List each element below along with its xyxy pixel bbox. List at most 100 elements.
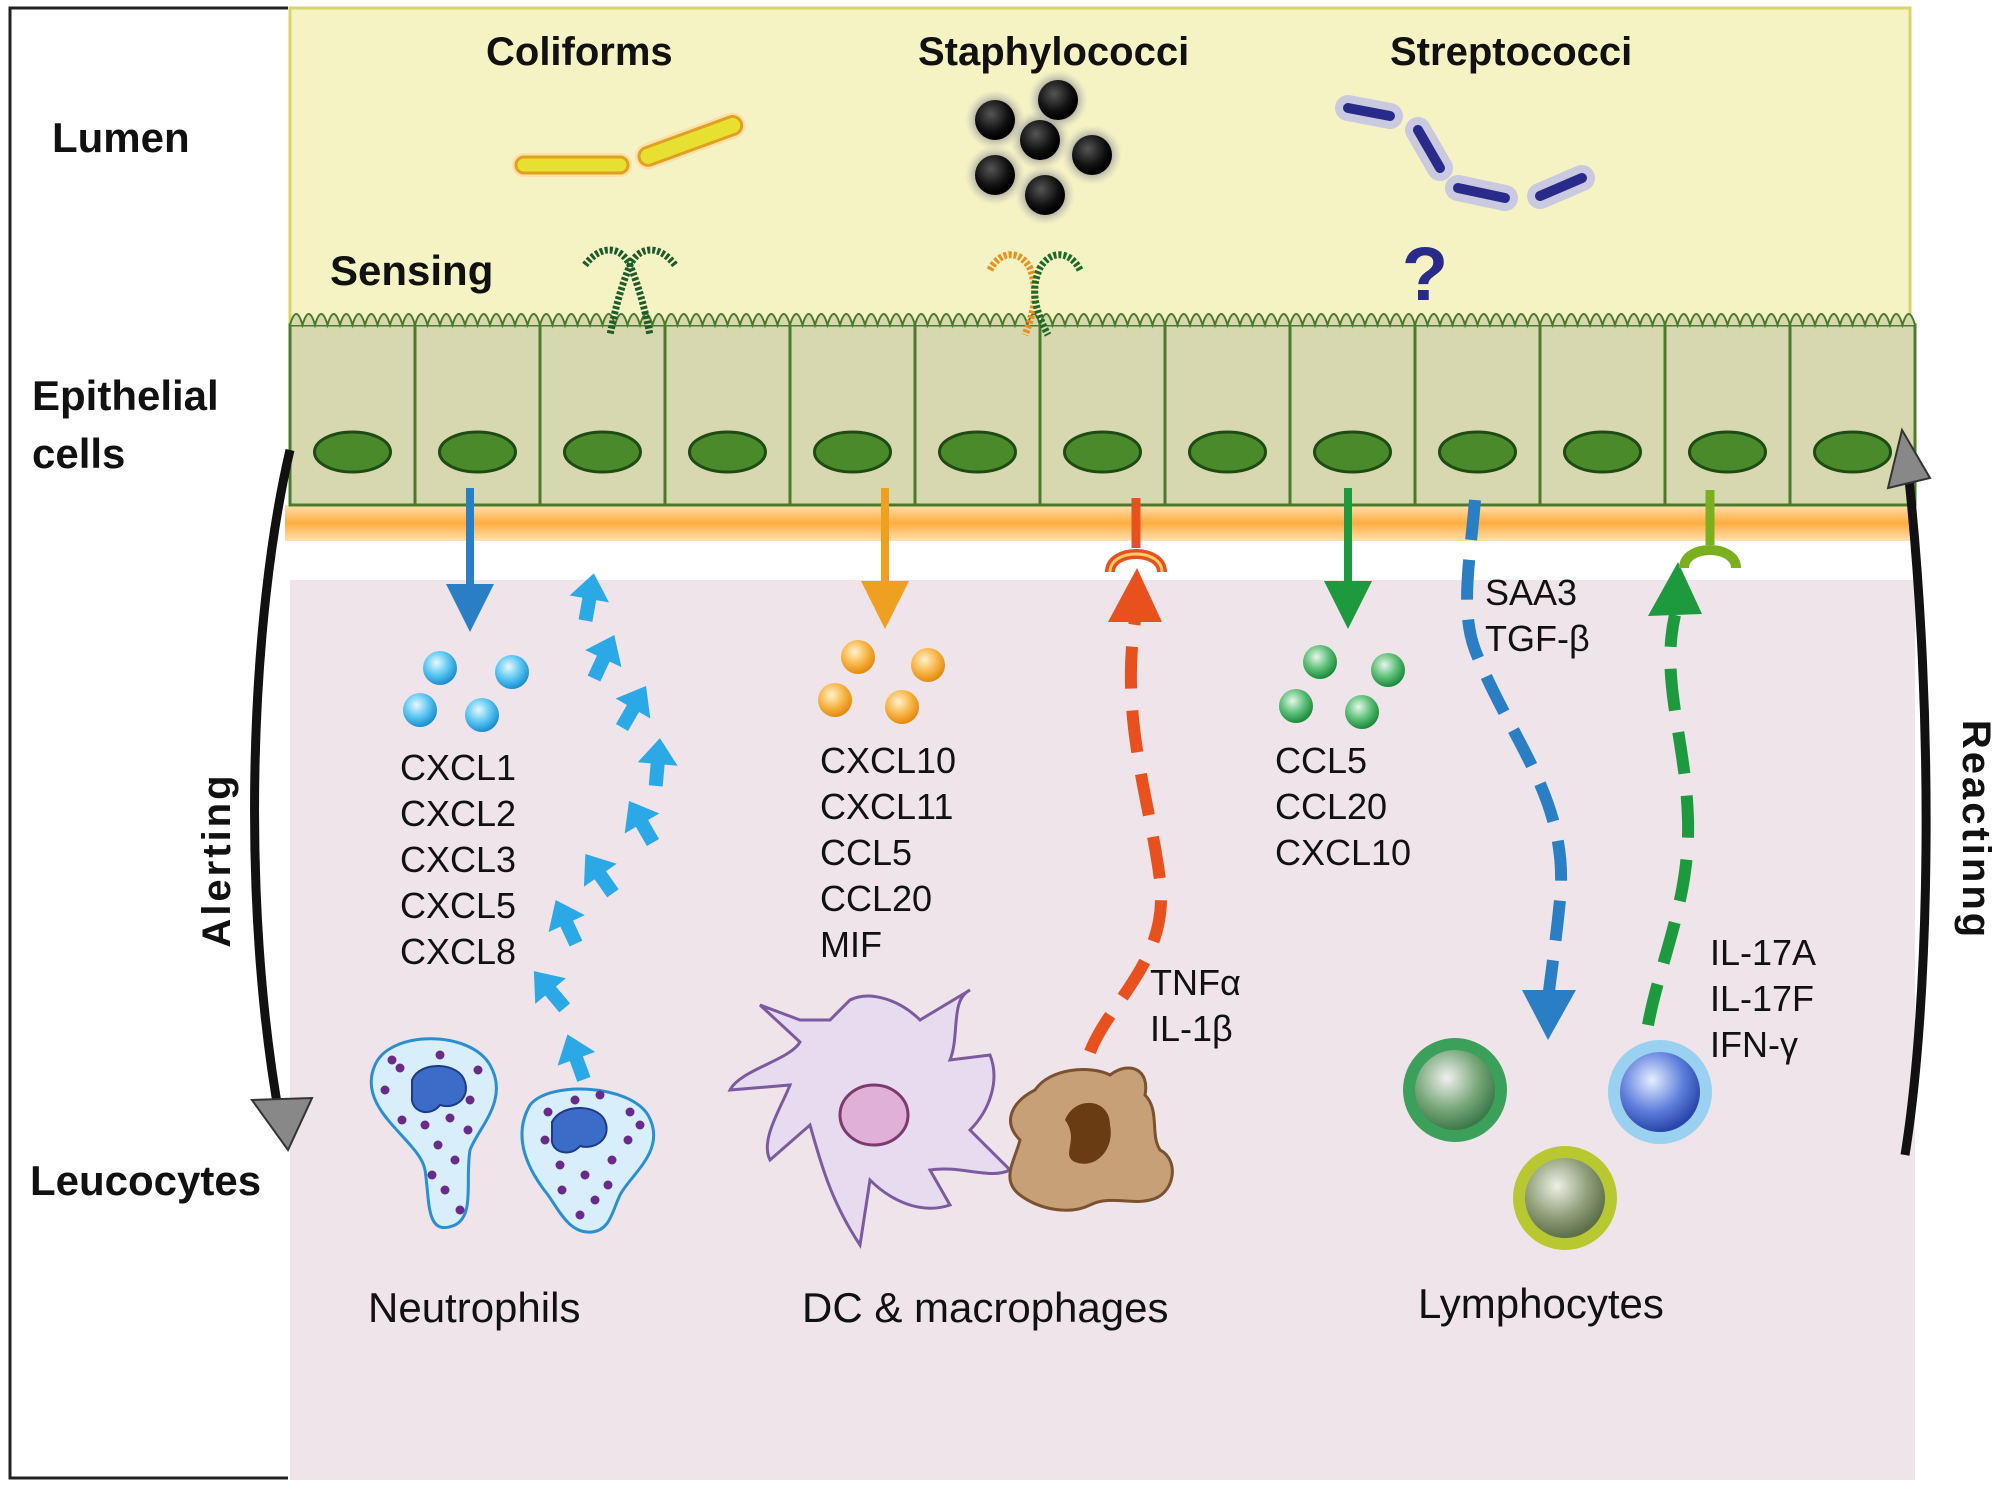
epithelial-nucleus [688,430,767,474]
signal-label: CXCL10 [1275,832,1411,873]
signal-label: CXCL3 [400,839,516,880]
epithelial-layer [288,313,1917,507]
epithelial-nucleus [313,430,392,474]
macrophage-cytokine-arrowhead [1108,568,1162,622]
reacting-label: Reactinng [1954,720,1998,940]
signal-label: SAA3 [1485,572,1577,613]
neutrophil-migration-chevron [585,635,622,682]
macrophage-cell-icon [1008,1066,1174,1212]
neutrophil-migration-chevron [637,738,678,787]
streptococci-bacteria-icon [1335,95,1595,211]
sensing-label: Sensing [330,247,493,294]
alerting-arrow [250,448,314,1152]
epithelial-cell [1538,313,1667,507]
signal-label: TNFα [1150,962,1241,1003]
lymphocyte-cell-icon [1403,1038,1507,1142]
neutrophil-migration-arrows [533,573,678,1082]
unknown-receptor-question-mark: ? [1402,232,1448,317]
signal-label: TGF-β [1485,618,1590,659]
epithelial-cell [1663,313,1792,507]
epithelial-cell [663,313,792,507]
signal-label: CXCL1 [400,747,516,788]
signal-label: IL-17F [1710,978,1814,1019]
epithelial-nucleus [813,430,892,474]
signal-label: IL-1β [1150,1008,1233,1049]
dendritic-cell-icon [727,988,1013,1250]
epithelial-cell [913,313,1042,507]
epithelial-nucleus [563,430,642,474]
epithelial-nucleus [1563,430,1642,474]
neutrophil-migration-chevron [624,800,660,847]
cytokine-list-lymphocyte: IL-17A IL-17F IFN-γ [1710,932,1816,1065]
signal-label: CCL5 [820,832,912,873]
cell-label-dc-macrophages: DC & macrophages [802,1284,1169,1331]
epithelial-cell [1163,313,1292,507]
zone-label-epithelial: Epithelial [32,372,219,419]
epithelial-nucleus [1063,430,1142,474]
left-frame [8,6,288,1480]
signal-label: MIF [820,924,882,965]
neutrophil-migration-chevron [583,853,619,898]
lymphocyte-cell-icon [1513,1146,1617,1250]
staphylococci-bacteria-icon [965,70,1122,225]
cell-label-neutrophils: Neutrophils [368,1284,580,1331]
zone-label-leucocytes: Leucocytes [30,1157,261,1204]
signal-label: CCL20 [820,878,932,919]
tlr-receptor-coliform-icon [582,246,678,336]
epithelial-nucleus [1438,430,1517,474]
blue-chemokine-beads [403,651,529,732]
signal-label: CCL20 [1275,786,1387,827]
neutrophil-migration-chevron [548,900,585,947]
neutrophil-migration-chevron [533,971,571,1013]
epithelial-nucleus [1188,430,1267,474]
lymphocyte-cytokine-arrowhead [1648,562,1702,616]
orange-chemokine-beads [818,640,945,724]
signal-label: CXCL5 [400,885,516,926]
zone-label-epithelial-cells: cells [32,430,125,477]
signal-label: CXCL11 [820,786,953,827]
bacteria-label-streptococci: Streptococci [1390,30,1632,74]
green-cytokine-receptor-icon [1679,490,1741,570]
zone-label-lumen: Lumen [52,114,190,161]
lymphocyte-cell-icon [1608,1040,1712,1144]
reacting-arrow [1886,427,1932,1156]
epithelial-nucleus [1313,430,1392,474]
epithelial-cell [413,313,542,507]
neutrophil-migration-chevron [615,685,651,732]
neutrophil-cell-icon [369,1037,498,1229]
signal-label: CXCL10 [820,740,956,781]
coliform-bacteria-icon [512,112,746,177]
signal-label: CXCL8 [400,931,516,972]
neutrophil-cell-icon [520,1087,656,1234]
cell-label-lymphocytes: Lymphocytes [1418,1280,1664,1327]
epithelial-to-lymphocyte-arrowhead [1522,990,1576,1040]
red-cytokine-receptor-icon [1105,498,1167,574]
signal-label: CXCL2 [400,793,516,834]
signal-label: IL-17A [1710,932,1816,973]
lymphocyte-cytokine-arrow [1642,613,1695,1027]
epithelial-nucleus [1813,430,1892,474]
epithelial-to-lymphocyte-arrow [1461,499,1568,1001]
epithelial-cell [288,313,417,507]
signal-label: CCL5 [1275,740,1367,781]
bacteria-label-coliforms: Coliforms [486,30,673,74]
bacteria-label-staphylococci: Staphylococci [918,30,1189,74]
epithelial-nucleus [938,430,1017,474]
signal-label: IFN-γ [1710,1024,1798,1065]
epithelial-cell [788,313,917,507]
neutrophil-migration-chevron [557,1034,596,1082]
epithelial-cell [1038,313,1167,507]
tlr-receptor-staphylococci-icon [986,251,1084,337]
epithelial-cell [1288,313,1417,507]
basement-membrane [285,505,1915,541]
epithelial-cell [1413,313,1542,507]
epithelial-cell [538,313,667,507]
neutrophil-granules [380,1050,645,1220]
epithelial-nucleus [438,430,517,474]
